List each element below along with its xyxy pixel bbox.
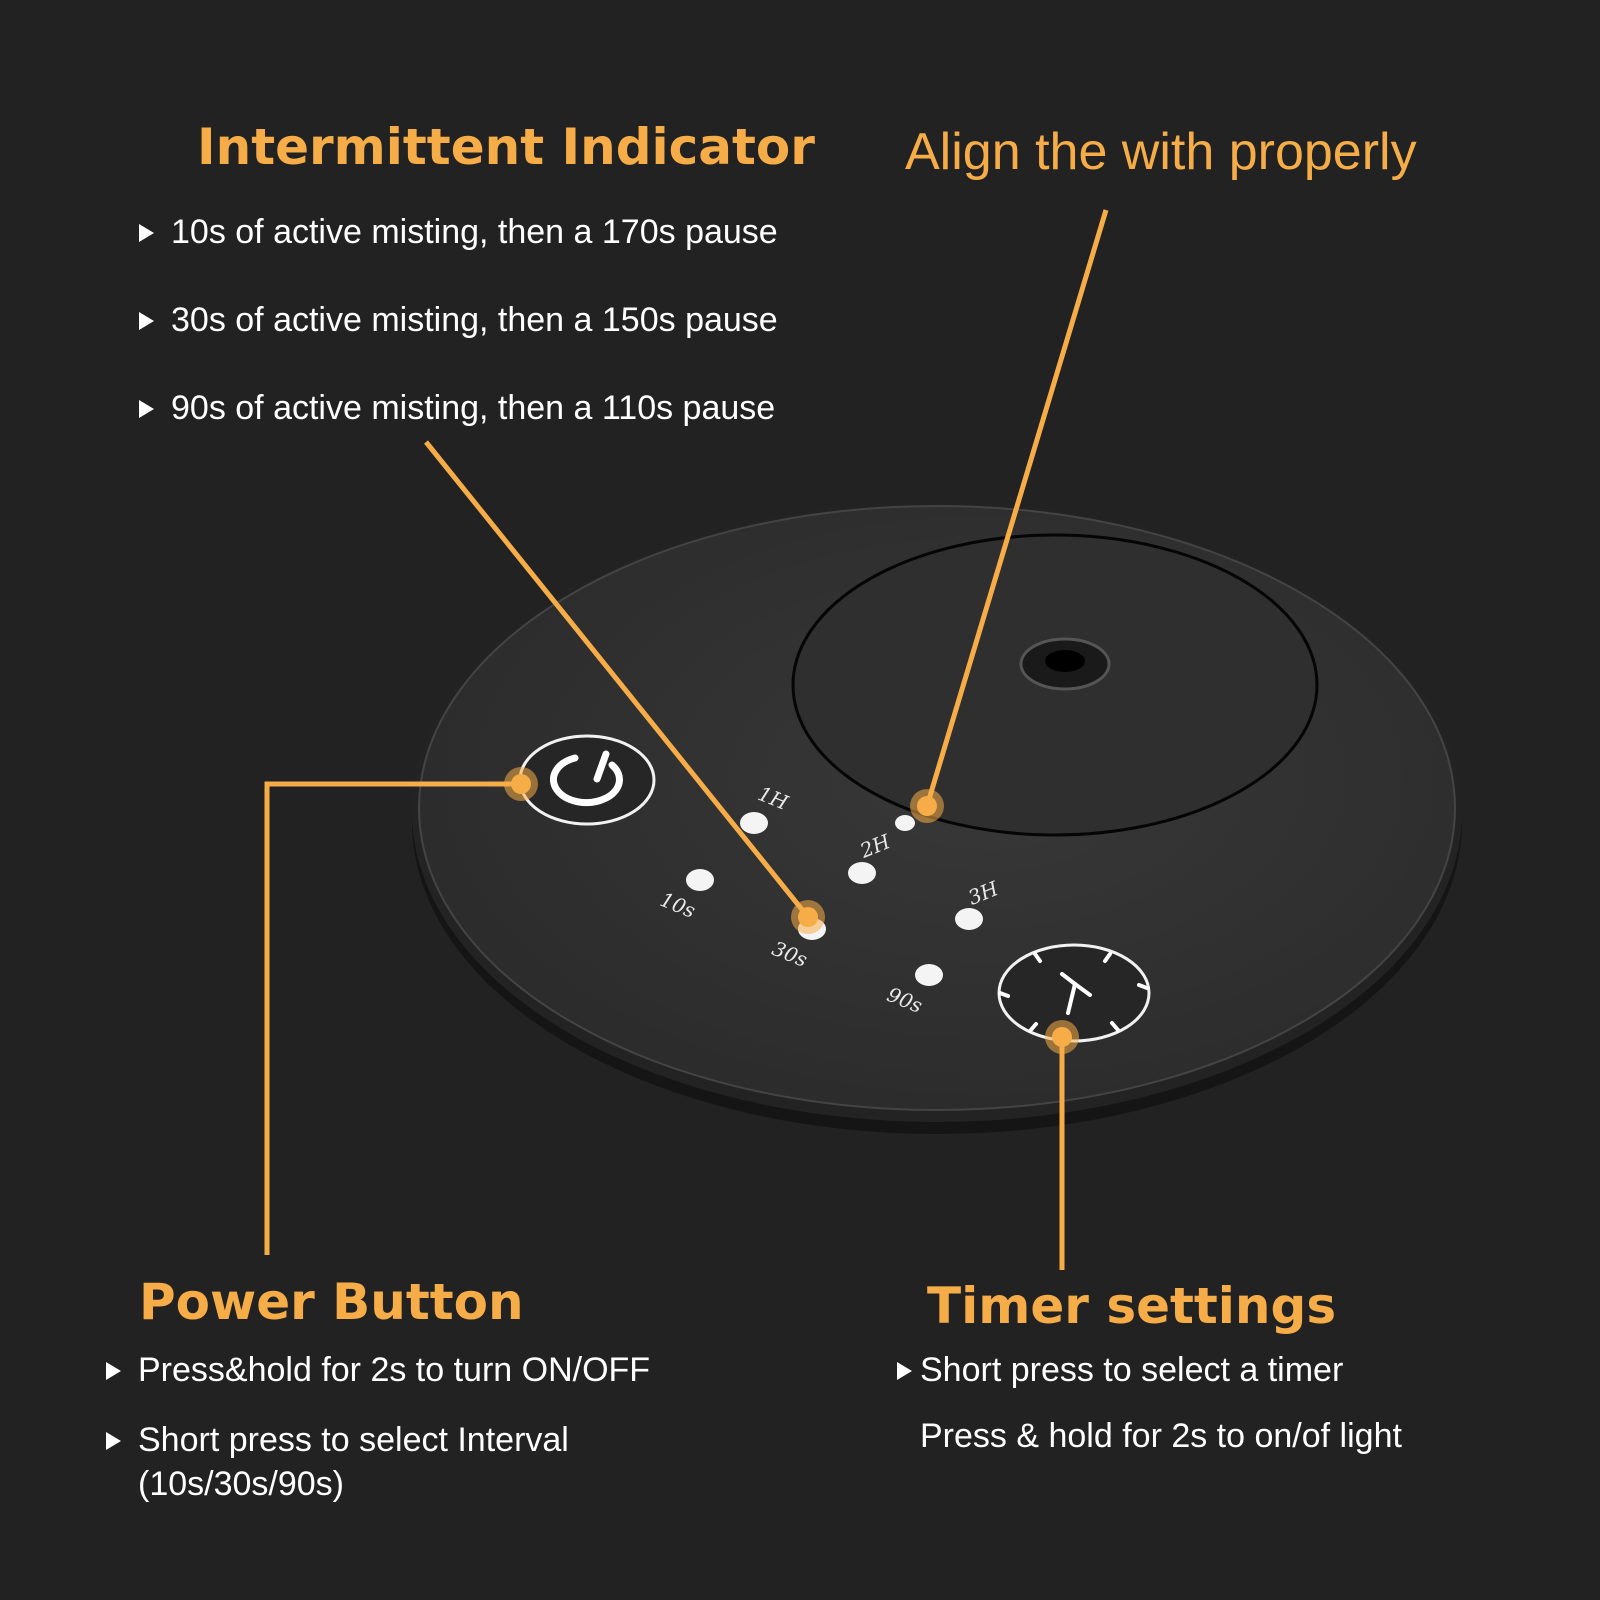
triangle-bullet-icon [897,1362,912,1380]
triangle-bullet-icon [106,1362,121,1380]
triangle-bullet-icon [139,312,154,330]
indicator-2h [848,862,876,884]
power-item: Press&hold for 2s to turn ON/OFF [106,1350,650,1390]
callout-align-line [924,209,1109,807]
triangle-bullet-icon [139,400,154,418]
intermittent-list: 10s of active misting, then a 170s pause… [139,212,778,428]
timer-item: Press & hold for 2s to on/of light [920,1417,1402,1455]
callout-lines [264,209,1109,1270]
power-title: Power Button [139,1273,524,1331]
triangle-bullet-icon [106,1432,121,1450]
callout-dots [504,767,1079,1054]
triangle-bullet-icon [139,224,154,242]
clock-icon [998,952,1149,1033]
power-list: Press&hold for 2s to turn ON/OFF Short p… [106,1350,650,1504]
power-icon [550,750,623,807]
intermittent-item: 10s of active misting, then a 170s pause [139,212,778,252]
align-title: Align the with properly [905,123,1417,181]
callout-intermittent-line [424,440,810,919]
power-item: Short press to select Interval (10s/30s/… [106,1420,650,1504]
indicator-3h [955,908,983,930]
indicator-top [895,815,915,831]
intermittent-item: 90s of active misting, then a 110s pause [139,388,778,428]
callout-power-line [264,781,521,1255]
power-button[interactable] [518,734,656,826]
intermittent-title: Intermittent Indicator [197,118,815,176]
indicator-90s [915,964,943,986]
timer-list: Short press to select a timer Press & ho… [897,1350,1402,1456]
indicator-1h [740,812,768,834]
mist-dish [791,533,1319,837]
timer-item: Short press to select a timer [897,1350,1402,1390]
intermittent-item: 30s of active misting, then a 150s pause [139,300,778,340]
indicator-10s [686,869,714,891]
timer-title: Timer settings [927,1277,1337,1335]
